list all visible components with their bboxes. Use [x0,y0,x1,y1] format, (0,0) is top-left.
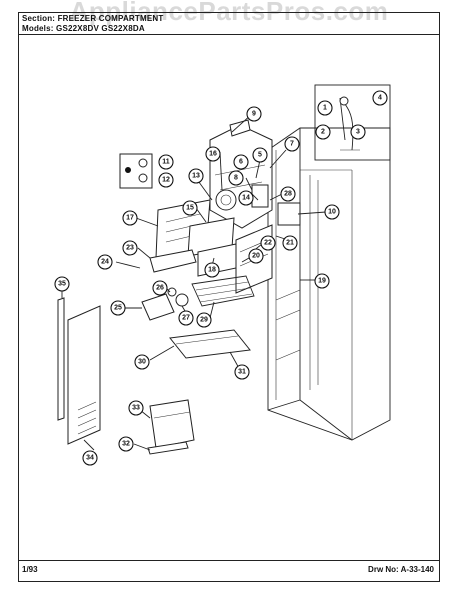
svg-text:4: 4 [378,95,382,102]
footer-date: 1/93 [22,565,38,574]
svg-text:13: 13 [192,173,200,180]
svg-text:34: 34 [86,455,94,462]
callout-7: 7 [284,136,300,152]
svg-text:21: 21 [286,240,294,247]
svg-text:26: 26 [156,285,164,292]
svg-text:23: 23 [126,245,134,252]
section-title: Section: FREEZER COMPARTMENT [22,14,164,23]
callout-24: 24 [97,254,113,270]
wire-shelf [191,275,255,307]
callout-19: 19 [314,273,330,289]
callout-15: 15 [182,200,198,216]
callout-16: 16 [205,146,221,162]
svg-text:33: 33 [132,405,140,412]
header-divider [18,34,440,35]
svg-text:25: 25 [114,305,122,312]
svg-text:27: 27 [182,315,190,322]
callout-33: 33 [128,400,144,416]
svg-text:11: 11 [162,159,170,166]
svg-text:31: 31 [238,369,246,376]
callout-8: 8 [228,170,244,186]
ice-tray [169,329,251,359]
svg-text:22: 22 [264,240,272,247]
svg-text:29: 29 [200,317,208,324]
callout-30: 30 [134,354,150,370]
callout-34: 34 [82,450,98,466]
ice-bucket [147,399,195,455]
svg-text:1: 1 [323,105,327,112]
svg-text:3: 3 [356,129,360,136]
rear-panel [57,297,101,445]
callout-32: 32 [118,436,134,452]
svg-text:10: 10 [328,209,336,216]
svg-text:17: 17 [126,215,134,222]
callout-27: 27 [178,310,194,326]
svg-text:6: 6 [239,159,243,166]
callout-6: 6 [233,154,249,170]
callout-1: 1 [317,100,333,116]
callout-26: 26 [152,280,168,296]
callout-2: 2 [315,124,331,140]
svg-text:28: 28 [284,191,292,198]
callout-35: 35 [54,276,70,292]
svg-text:20: 20 [252,253,260,260]
callout-14: 14 [238,190,254,206]
callout-3: 3 [350,124,366,140]
footer-divider [18,560,440,561]
svg-text:30: 30 [138,359,146,366]
callout-20: 20 [248,248,264,264]
svg-text:8: 8 [234,175,238,182]
callout-25: 25 [110,300,126,316]
callout-10: 10 [324,204,340,220]
callout-13: 13 [188,168,204,184]
callout-31: 31 [234,364,250,380]
callout-18: 18 [204,262,220,278]
callout-9: 9 [246,106,262,122]
callout-21: 21 [282,235,298,251]
svg-text:19: 19 [318,278,326,285]
svg-text:2: 2 [321,129,325,136]
fan-motor [141,287,189,321]
svg-text:15: 15 [186,205,194,212]
callout-17: 17 [122,210,138,226]
switch-parts [119,153,153,189]
bracket-23 [115,249,197,273]
svg-text:14: 14 [242,195,250,202]
drawing-frame [18,12,440,582]
svg-text:18: 18 [208,267,216,274]
inset-detail-box [314,84,391,161]
callout-11: 11 [158,154,174,170]
svg-text:24: 24 [101,259,109,266]
svg-text:32: 32 [122,441,130,448]
callout-22: 22 [260,235,276,251]
svg-text:9: 9 [252,111,256,118]
svg-text:5: 5 [258,152,262,159]
callout-23: 23 [122,240,138,256]
drawing-number: Drw No: A-33-140 [368,565,434,574]
callout-5: 5 [252,147,268,163]
models-title: Models: GS22X8DV GS22X8DA [22,24,145,33]
svg-text:35: 35 [58,281,66,288]
svg-text:7: 7 [290,141,294,148]
svg-text:16: 16 [209,151,217,158]
callout-29: 29 [196,312,212,328]
callout-12: 12 [158,172,174,188]
callout-4: 4 [372,90,388,106]
callout-28: 28 [280,186,296,202]
svg-text:12: 12 [162,177,170,184]
